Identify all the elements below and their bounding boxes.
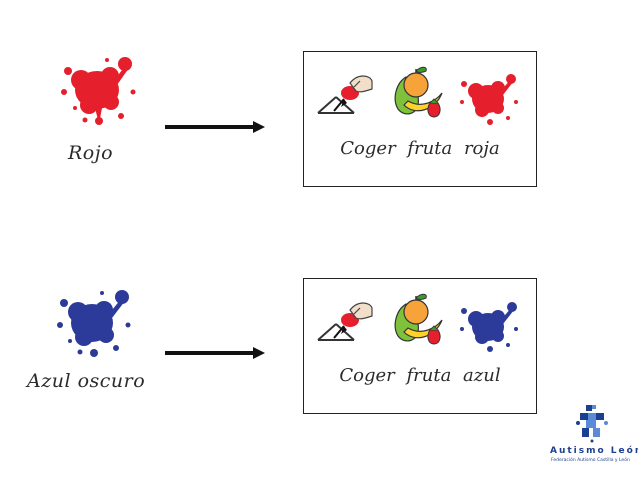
card-caption-roja: Coger fruta roja	[340, 138, 500, 159]
color-label-azul-oscuro: Azul oscuro	[27, 370, 146, 392]
logo-name: Autismo León	[550, 446, 638, 456]
arrow-right-icon	[165, 121, 265, 133]
pick-up-hand-icon	[317, 302, 373, 341]
pick-up-hand-icon	[317, 75, 373, 114]
color-label-rojo: Rojo	[68, 142, 114, 164]
red-paint-splash-icon	[61, 57, 136, 125]
arrow-right-icon	[165, 347, 265, 359]
fruit-bunch-icon	[394, 293, 443, 345]
activity-card-roja: Coger fruta roja	[303, 51, 537, 187]
blue-paint-splash-icon	[57, 290, 131, 357]
logo-subtitle: Federación Autismo Castilla y León	[551, 458, 630, 463]
red-paint-splash-icon	[460, 74, 518, 125]
fruit-bunch-icon	[394, 66, 443, 118]
puzzle-figure-icon	[576, 405, 608, 443]
card-caption-azul: Coger fruta azul	[339, 365, 501, 386]
activity-card-azul: Coger fruta azul	[303, 278, 537, 414]
blue-paint-splash-icon	[460, 302, 518, 352]
